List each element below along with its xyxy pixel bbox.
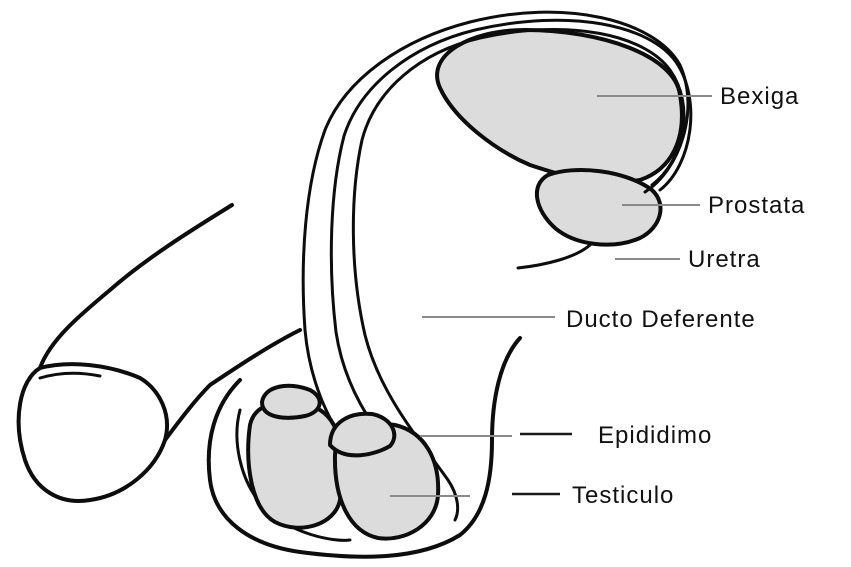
right-epididymis-shape: [330, 414, 394, 456]
left-epididymis-shape: [262, 386, 320, 418]
label-bexiga: Bexiga: [720, 83, 799, 110]
left-testis-shape: [248, 402, 342, 528]
label-ducto-deferente: Ducto Deferente: [566, 306, 756, 333]
label-testiculo: Testiculo: [572, 482, 674, 509]
bladder-shape: [437, 30, 682, 182]
label-uretra: Uretra: [688, 246, 761, 273]
label-epididimo: Epididimo: [598, 422, 712, 449]
urethra-line: [518, 245, 590, 268]
glans-shape: [19, 364, 167, 501]
penis-outline: [40, 205, 232, 368]
glans-rim: [40, 373, 100, 378]
label-prostata: Prostata: [708, 192, 805, 219]
